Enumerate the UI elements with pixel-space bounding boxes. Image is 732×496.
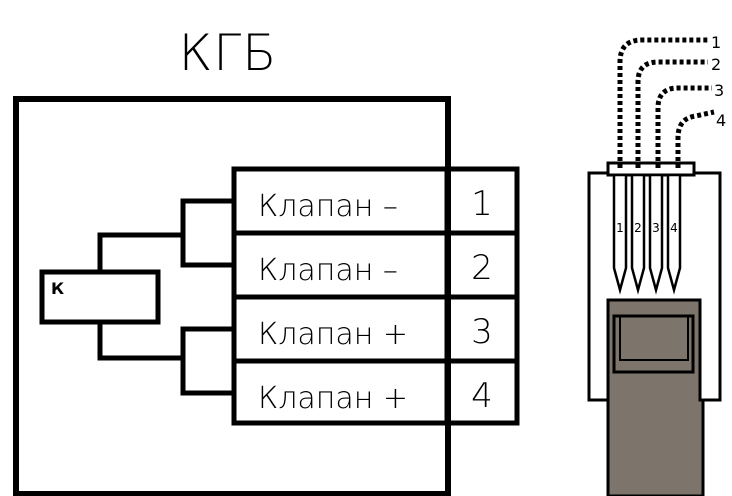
pin-label-3: Клапан +: [258, 317, 408, 352]
contact-number-3: 3: [652, 221, 660, 235]
contact-number-1: 1: [616, 221, 624, 235]
pin-number-1: 1: [471, 184, 493, 224]
pin-label-1: Клапан –: [258, 189, 398, 224]
contact-blades: [612, 173, 682, 295]
terminal-block: [231, 166, 520, 426]
valve-component-label: К: [51, 279, 64, 298]
valve-component: [39, 269, 161, 325]
pin-number-4: 4: [471, 376, 493, 416]
plug-latch: [612, 314, 695, 374]
contact-number-2: 2: [634, 221, 642, 235]
wire-number-4: 4: [716, 111, 726, 130]
wiring-lines: [97, 198, 234, 396]
dotted-wires: [617, 37, 715, 168]
connector-plug: [587, 37, 722, 496]
wire-number-1: 1: [711, 33, 721, 52]
contact-number-4: 4: [670, 221, 678, 235]
pin-number-2: 2: [471, 248, 493, 288]
wire-number-3: 3: [714, 81, 724, 100]
pin-number-3: 3: [471, 312, 493, 352]
diagram-title: КГБ: [179, 24, 278, 82]
wire-number-2: 2: [711, 55, 721, 74]
pin-label-4: Клапан +: [258, 381, 408, 416]
pin-label-2: Клапан –: [258, 253, 398, 288]
